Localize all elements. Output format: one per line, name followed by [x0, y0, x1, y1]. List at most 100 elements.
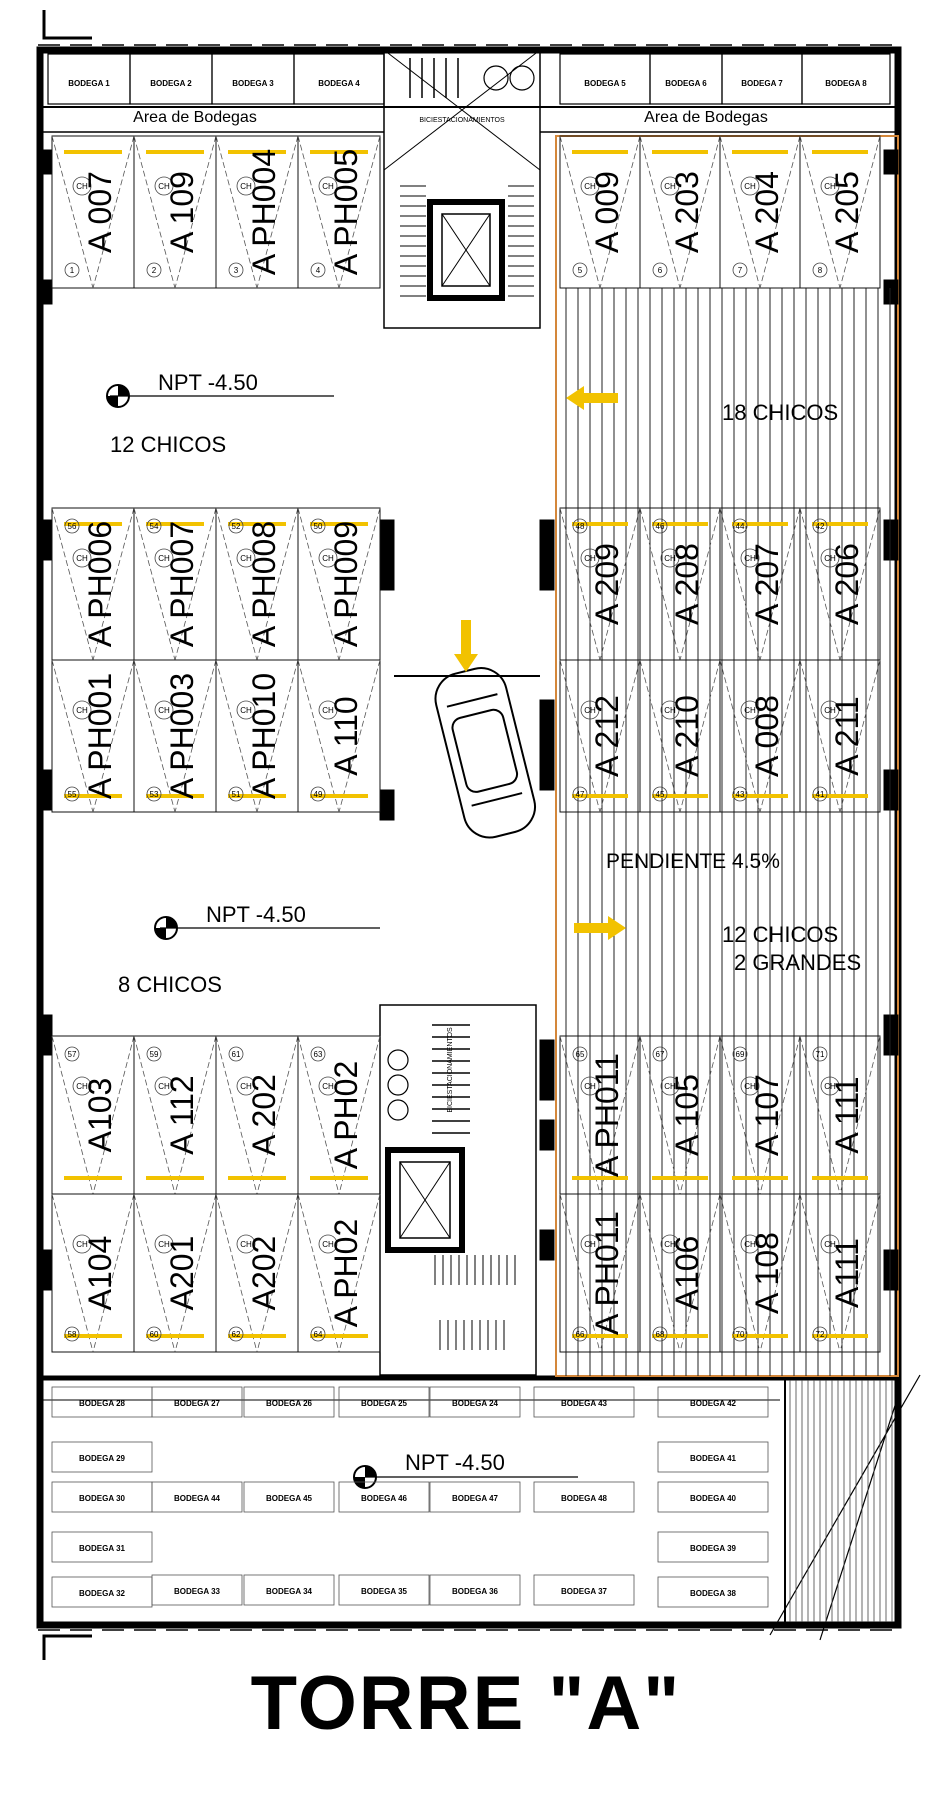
bodega-room: [533, 1386, 635, 1418]
bodega-room: [338, 1481, 430, 1513]
spot-marker: [812, 150, 868, 154]
spot-label: A106: [669, 1236, 705, 1311]
spot-marker: [64, 522, 122, 526]
ch-label: CH: [584, 706, 596, 715]
spot-number: 48: [576, 522, 585, 531]
count-label: 8 CHICOS: [118, 972, 222, 997]
spot-label: A PH02: [328, 1219, 364, 1328]
spot-marker: [572, 794, 628, 798]
spot-marker: [310, 150, 368, 154]
level-label: NPT -4.50: [158, 370, 258, 395]
bodega-room: [533, 1481, 635, 1513]
ch-label: CH: [584, 182, 596, 191]
spot-marker: [310, 522, 368, 526]
ch-label: CH: [824, 182, 836, 191]
arrow-down-icon: [454, 620, 478, 672]
bodega-label: BODEGA 48: [561, 1494, 607, 1503]
spot-label: A 205: [829, 171, 865, 253]
spot-marker: [228, 522, 286, 526]
spot-label: A PH003: [164, 673, 200, 799]
spot-number: 65: [576, 1050, 585, 1059]
ch-label: CH: [584, 554, 596, 563]
bodega-room: [657, 1576, 769, 1608]
spot-number: 64: [314, 1330, 323, 1339]
bodega-label: BODEGA 24: [452, 1399, 498, 1408]
ch-label: CH: [744, 706, 756, 715]
spot-number: 69: [736, 1050, 745, 1059]
spot-marker: [812, 1334, 868, 1338]
spot-marker: [310, 794, 368, 798]
spot-marker: [64, 794, 122, 798]
bodega-room: [338, 1574, 430, 1606]
bodega-label: BODEGA 2: [150, 79, 192, 88]
ch-label: CH: [76, 1082, 88, 1091]
spot-label: A 208: [669, 543, 705, 625]
spot-number: 8: [818, 266, 823, 275]
ch-label: CH: [322, 1082, 334, 1091]
spot-label: A PH007: [164, 521, 200, 647]
ch-label: CH: [664, 182, 676, 191]
bike-label: BICIESTACIONAMIENTOS: [447, 1027, 454, 1113]
bodega-label: BODEGA 1: [68, 79, 110, 88]
bodega-label: BODEGA 34: [266, 1587, 312, 1596]
bodega-label: BODEGA 27: [174, 1399, 220, 1408]
ch-label: CH: [322, 1240, 334, 1249]
bodega-label: BODEGA 29: [79, 1454, 125, 1463]
bodega-room: [243, 1481, 335, 1513]
ch-label: CH: [76, 706, 88, 715]
spot-marker: [572, 1176, 628, 1180]
ch-label: CH: [158, 182, 170, 191]
level-marker: NPT -4.50: [353, 1450, 505, 1489]
bodega-label: BODEGA 5: [584, 79, 626, 88]
bodega-label: BODEGA 36: [452, 1587, 498, 1596]
ch-label: CH: [824, 706, 836, 715]
spot-marker: [64, 1176, 122, 1180]
spot-number: 59: [150, 1050, 159, 1059]
count-label: 18 CHICOS: [722, 400, 838, 425]
bodega-room: [429, 1386, 521, 1418]
spot-label: A 007: [82, 171, 118, 253]
spot-marker: [812, 522, 868, 526]
bodega-label: BODEGA 42: [690, 1399, 736, 1408]
spot-number: 55: [68, 790, 77, 799]
spot-marker: [732, 1334, 788, 1338]
ch-label: CH: [322, 706, 334, 715]
bike-label: BICIESTACIONAMIENTOS: [419, 117, 505, 124]
bodega-label: BODEGA 7: [741, 79, 783, 88]
bodega-room: [51, 1531, 153, 1563]
ch-label: CH: [664, 706, 676, 715]
bodega-room: [801, 53, 891, 105]
ch-label: CH: [584, 1082, 596, 1091]
spot-label: A 111: [829, 1076, 865, 1153]
ch-label: CH: [744, 554, 756, 563]
spot-marker: [310, 1176, 368, 1180]
area-label: Area de Bodegas: [133, 109, 257, 126]
spot-marker: [146, 522, 204, 526]
bodega-room: [51, 1441, 153, 1473]
spot-label: A201: [164, 1236, 200, 1311]
spot-label: A 009: [589, 171, 625, 253]
ch-label: CH: [322, 182, 334, 191]
spot-label: A PH010: [246, 673, 282, 799]
ch-label: CH: [240, 554, 252, 563]
spot-number: 50: [314, 522, 323, 531]
spot-number: 66: [576, 1330, 585, 1339]
ch-label: CH: [744, 1240, 756, 1249]
